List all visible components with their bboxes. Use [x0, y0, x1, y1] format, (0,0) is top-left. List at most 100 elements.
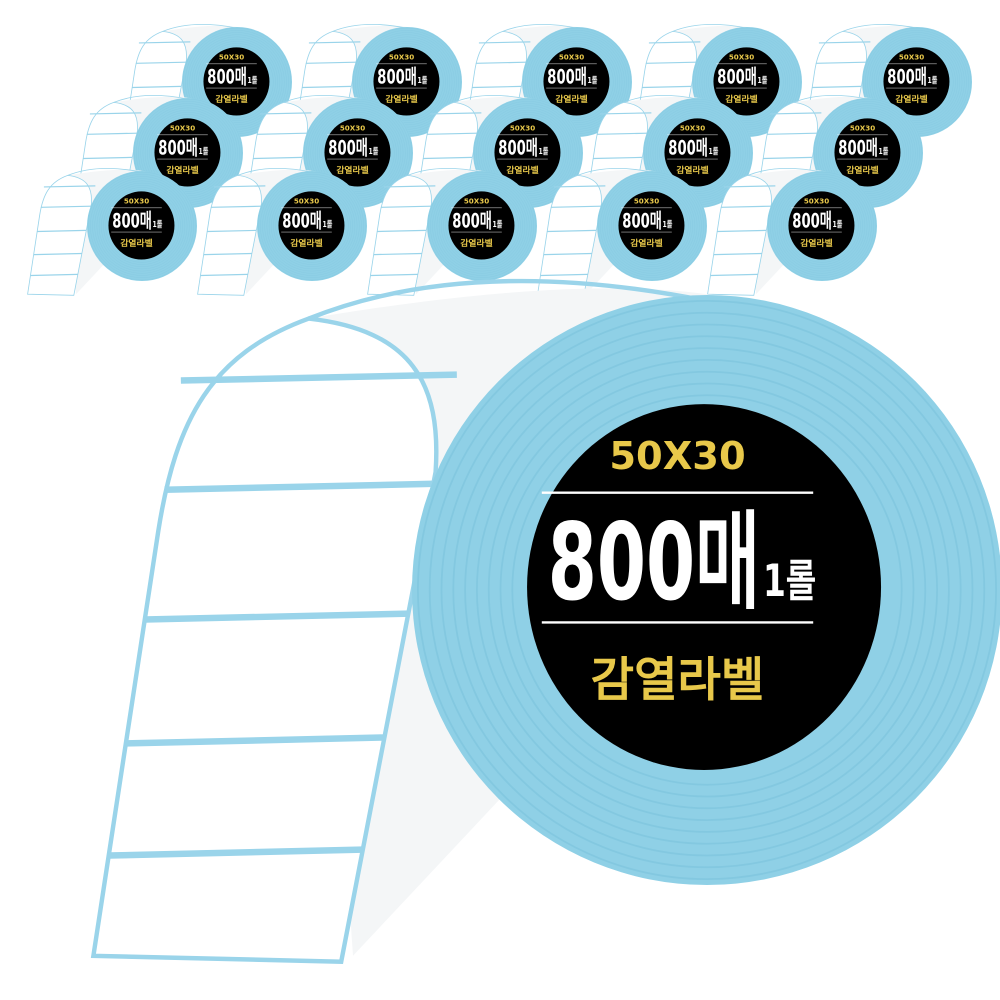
roll-center-label [324, 118, 391, 187]
roll-text: 1롤 [368, 146, 378, 156]
label-divider [83, 156, 133, 160]
label-divider [138, 41, 191, 44]
roll-center-label [108, 191, 175, 260]
roll-center-label [883, 47, 950, 116]
label-divider [164, 480, 436, 493]
roll-center-label [527, 404, 882, 770]
roll-text: 1롤 [152, 219, 162, 229]
label-divider [717, 229, 767, 233]
label-divider [33, 252, 82, 256]
count-text: 800매 [548, 501, 760, 625]
count-text: 800매 [547, 66, 587, 89]
type-text: 감열라벨 [800, 237, 832, 249]
label-divider [370, 273, 418, 277]
label-divider [253, 156, 303, 160]
roll-text: 1롤 [927, 75, 937, 85]
count-text: 800매 [112, 210, 152, 233]
roll-text: 1롤 [757, 75, 767, 85]
label-divider [109, 846, 362, 859]
label-divider [769, 112, 822, 115]
roll-text: 1롤 [662, 219, 672, 229]
count-text: 800매 [328, 137, 368, 160]
size-text: 50X30 [850, 123, 875, 132]
label-divider [547, 229, 597, 233]
size-text: 50X30 [170, 123, 195, 132]
roll-text: 1롤 [417, 75, 427, 85]
type-text: 감열라벨 [555, 93, 587, 105]
label-divider [642, 85, 692, 89]
roll-text: 1롤 [708, 146, 718, 156]
count-text: 800매 [622, 210, 662, 233]
label-divider [540, 273, 588, 277]
label-divider [132, 85, 182, 89]
label-divider [89, 112, 142, 115]
roll-text: 1롤 [763, 556, 816, 607]
type-text: 감열라벨 [846, 164, 878, 176]
label-divider [144, 610, 410, 623]
label-divider [207, 229, 257, 233]
roll-center-label [618, 191, 685, 260]
type-text: 감열라벨 [460, 237, 492, 249]
label-divider [713, 252, 762, 256]
roll-text: 1롤 [587, 75, 597, 85]
size-text: 50X30 [294, 196, 319, 205]
size-text: 50X30 [510, 123, 535, 132]
label-divider [256, 132, 308, 135]
size-text: 50X30 [609, 434, 745, 479]
type-text: 감열라벨 [215, 93, 247, 105]
roll-center-label [834, 118, 901, 187]
label-divider [478, 41, 531, 44]
roll-center-label [494, 118, 561, 187]
label-divider [818, 41, 871, 44]
size-text: 50X30 [634, 196, 659, 205]
label-divider [210, 205, 262, 208]
label-divider [126, 734, 385, 747]
label-divider [472, 85, 522, 89]
label-divider [550, 205, 602, 208]
count-text: 800매 [887, 66, 927, 89]
roll-center-label [664, 118, 731, 187]
label-divider [305, 61, 357, 64]
label-divider [213, 185, 266, 188]
roll-center-label [203, 47, 270, 116]
size-text: 50X30 [124, 196, 149, 205]
label-divider [308, 41, 361, 44]
label-divider [720, 205, 772, 208]
label-divider [766, 132, 818, 135]
roll-text: 1롤 [492, 219, 502, 229]
type-text: 감열라벨 [336, 164, 368, 176]
label-divider [30, 273, 78, 277]
type-text: 감열라벨 [630, 237, 662, 249]
label-divider [543, 252, 592, 256]
label-divider [135, 61, 187, 64]
type-text: 감열라벨 [290, 237, 322, 249]
label-divider [710, 273, 758, 277]
roll-text: 1롤 [322, 219, 332, 229]
label-divider [429, 112, 482, 115]
label-divider [815, 61, 867, 64]
label-divider [475, 61, 527, 64]
label-divider [302, 85, 352, 89]
size-text: 50X30 [729, 52, 754, 61]
label-divider [377, 229, 427, 233]
count-text: 800매 [377, 66, 417, 89]
label-divider [648, 41, 701, 44]
label-divider [380, 205, 432, 208]
count-text: 800매 [207, 66, 247, 89]
type-text: 감열라벨 [725, 93, 757, 105]
type-text: 감열라벨 [120, 237, 152, 249]
roll-center-label [543, 47, 610, 116]
roll-center-label [373, 47, 440, 116]
label-divider [553, 185, 606, 188]
count-text: 800매 [838, 137, 878, 160]
label-divider [203, 252, 252, 256]
type-text: 감열라벨 [166, 164, 198, 176]
